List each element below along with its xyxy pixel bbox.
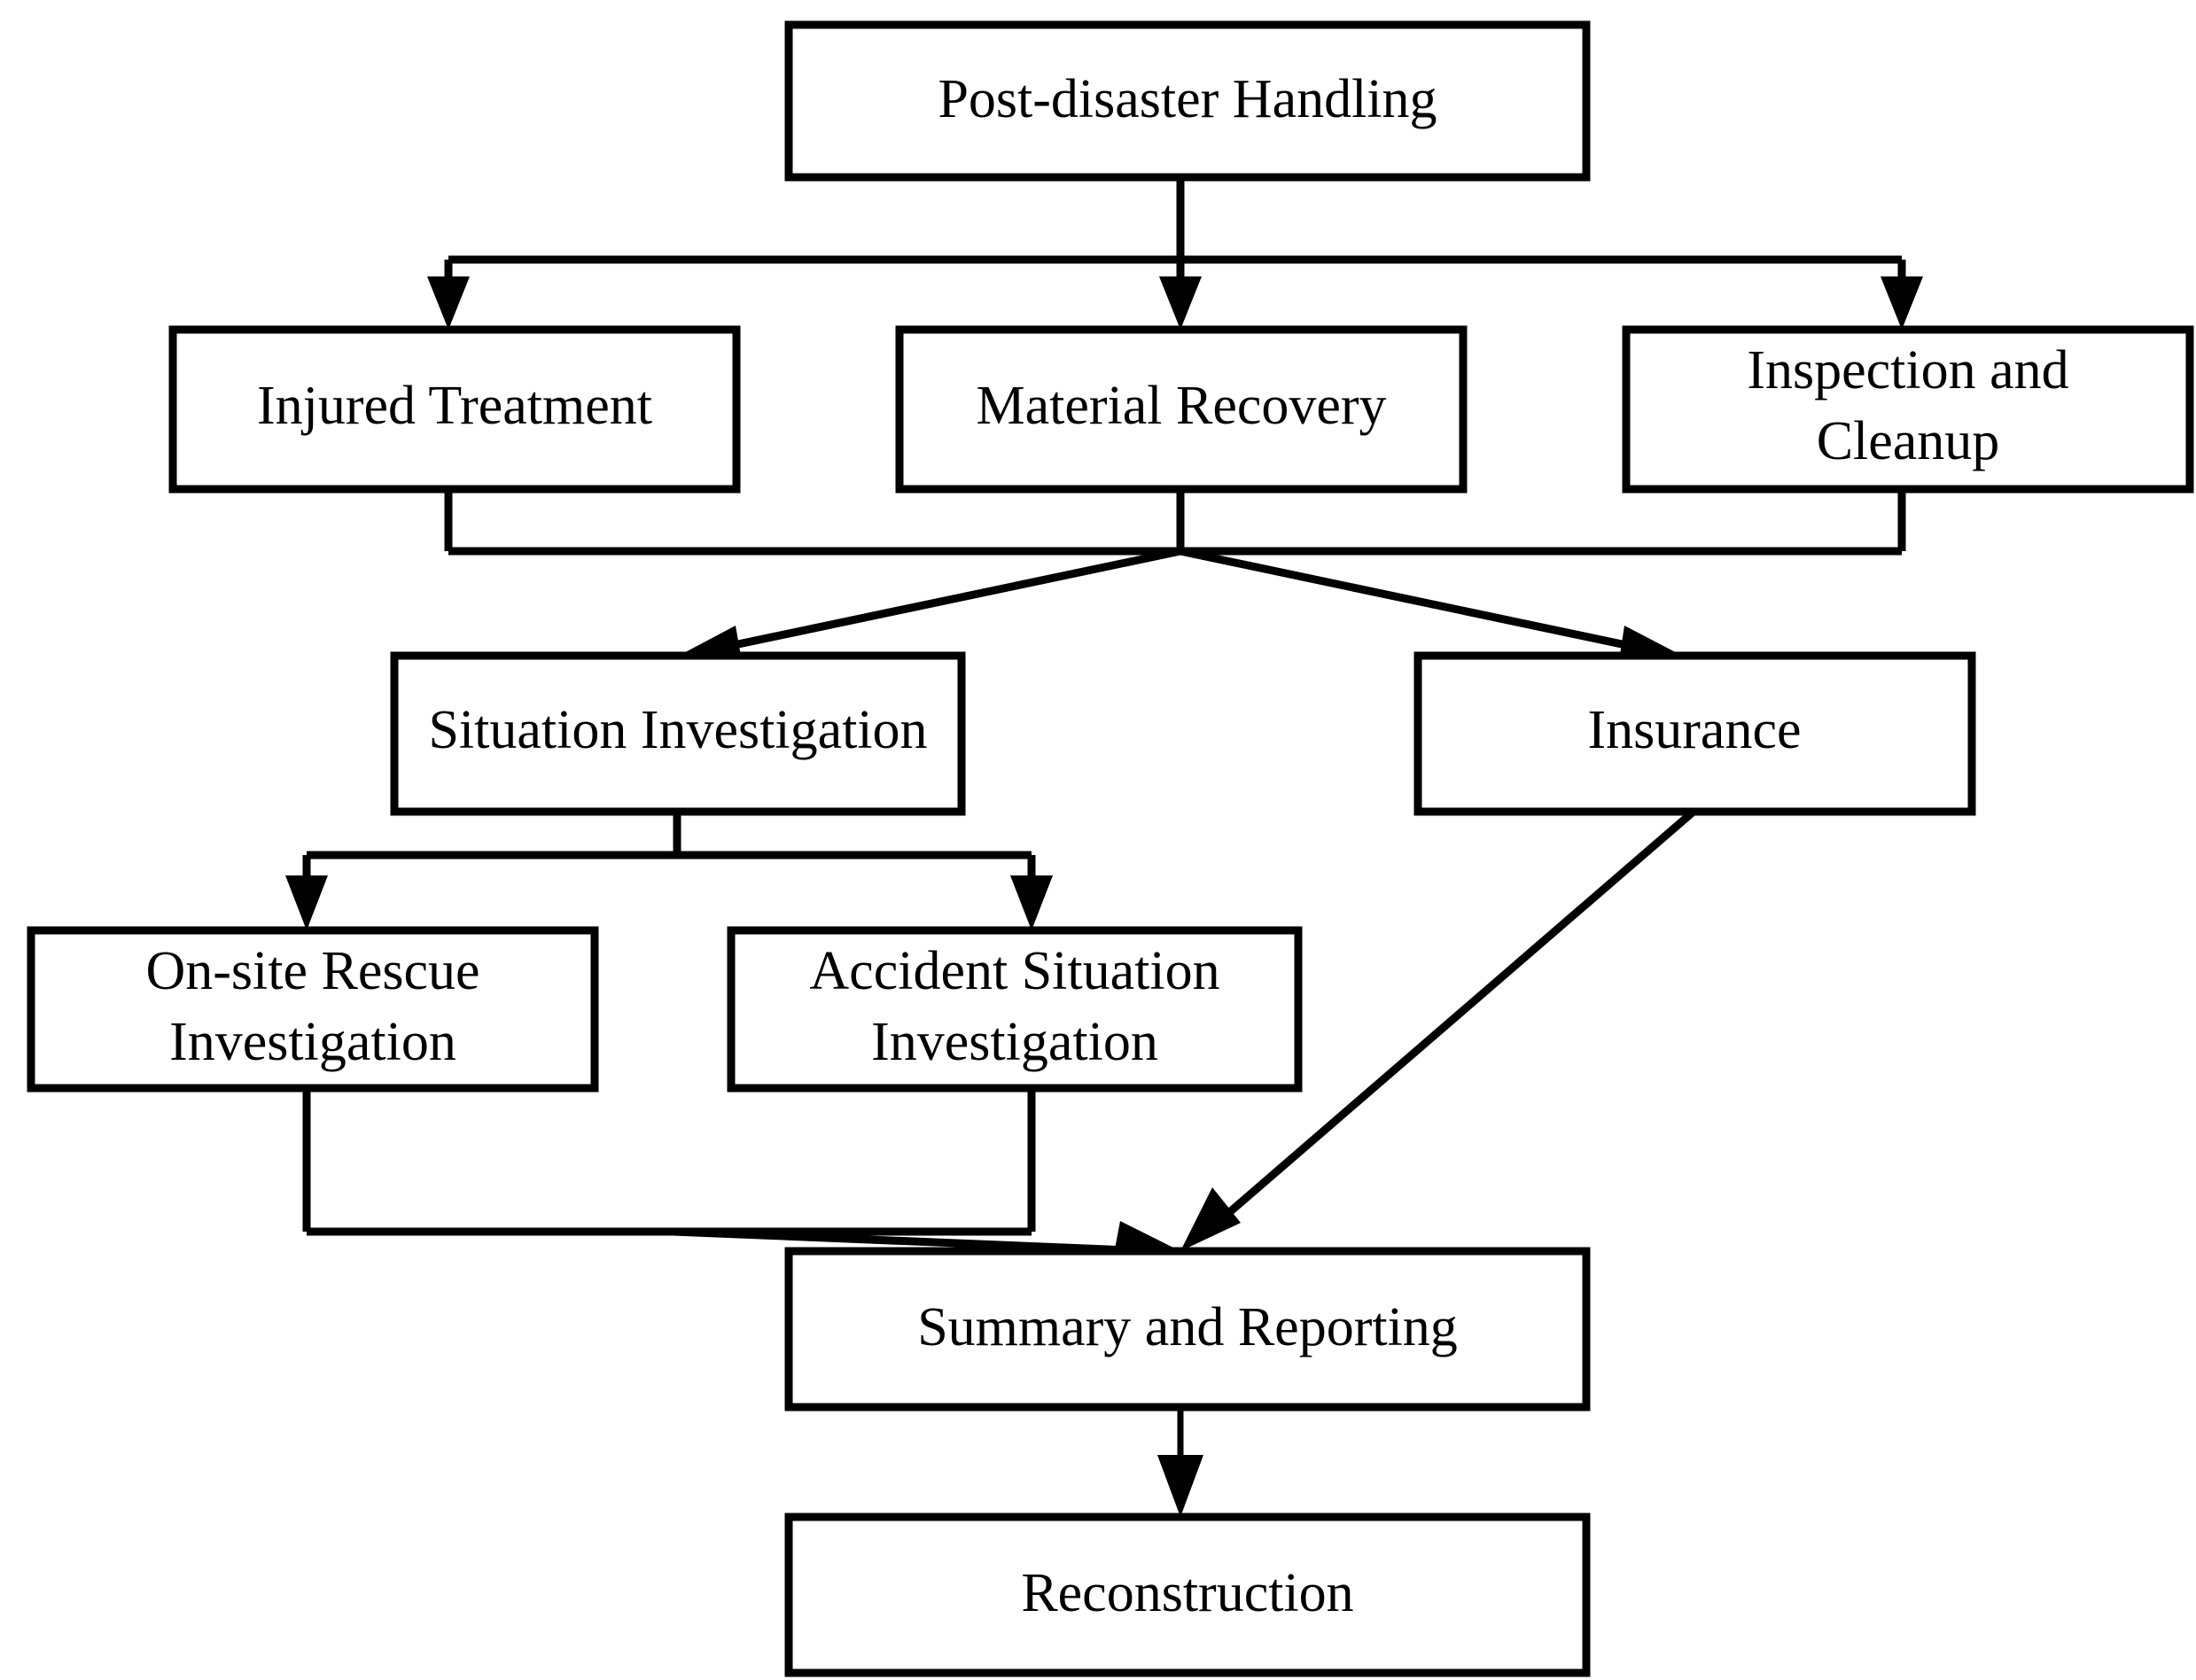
connector-summary-to-reconstruction — [1157, 1407, 1203, 1517]
node-label-accident-situation-line1: Accident Situation — [809, 941, 1219, 1001]
node-onsite-rescue-investigation[interactable]: On-site Rescue Investigation — [27, 926, 599, 1093]
connector-junction-to-insurance — [1180, 547, 1686, 666]
node-label-accident-situation-line2: Investigation — [871, 1012, 1158, 1072]
node-label-inspection-and-cleanup-line1: Inspection and — [1747, 340, 2068, 401]
connector-situation-investigation-split — [285, 811, 1053, 930]
arrow-head-injured-treatment — [427, 276, 470, 330]
node-label-summary-and-reporting: Summary and Reporting — [917, 1297, 1458, 1357]
node-label-onsite-rescue-line1: On-site Rescue — [145, 941, 479, 1001]
node-reconstruction[interactable]: Reconstruction — [784, 1513, 1591, 1677]
arrow-head-accident-situation — [1010, 875, 1053, 930]
node-accident-situation-investigation[interactable]: Accident Situation Investigation — [727, 926, 1303, 1093]
node-injured-treatment[interactable]: Injured Treatment — [168, 325, 741, 494]
node-label-reconstruction: Reconstruction — [1021, 1563, 1353, 1623]
connector-junction-to-situation-investigation — [675, 547, 1181, 666]
node-post-disaster-handling[interactable]: Post-disaster Handling — [784, 20, 1591, 182]
node-inspection-and-cleanup[interactable]: Inspection and Cleanup — [1622, 325, 2194, 494]
node-label-insurance: Insurance — [1588, 700, 1802, 760]
arrow-head-inspection-cleanup — [1881, 276, 1923, 330]
node-insurance[interactable]: Insurance — [1413, 651, 1976, 816]
arrow-head-material-recovery — [1159, 276, 1202, 330]
arrow-head-onsite-rescue — [285, 875, 328, 930]
connector-root-to-level1 — [427, 177, 1923, 330]
node-label-injured-treatment: Injured Treatment — [257, 376, 652, 436]
node-label-situation-investigation: Situation Investigation — [428, 700, 927, 760]
connector-level1-merge — [444, 489, 1906, 556]
node-label-onsite-rescue-line2: Investigation — [169, 1012, 456, 1072]
node-material-recovery[interactable]: Material Recovery — [895, 325, 1468, 494]
connector-investigations-merge — [302, 1088, 1036, 1236]
node-label-post-disaster-handling: Post-disaster Handling — [938, 69, 1437, 129]
node-summary-and-reporting[interactable]: Summary and Reporting — [784, 1247, 1591, 1412]
connector-insurance-to-summary — [1180, 807, 1697, 1251]
node-label-material-recovery: Material Recovery — [976, 376, 1386, 436]
node-situation-investigation[interactable]: Situation Investigation — [390, 651, 966, 816]
arrow-head-reconstruction — [1157, 1455, 1203, 1517]
node-label-inspection-and-cleanup-line2: Cleanup — [1817, 411, 2000, 471]
arrow-head-summary-from-insurance — [1180, 1187, 1241, 1251]
